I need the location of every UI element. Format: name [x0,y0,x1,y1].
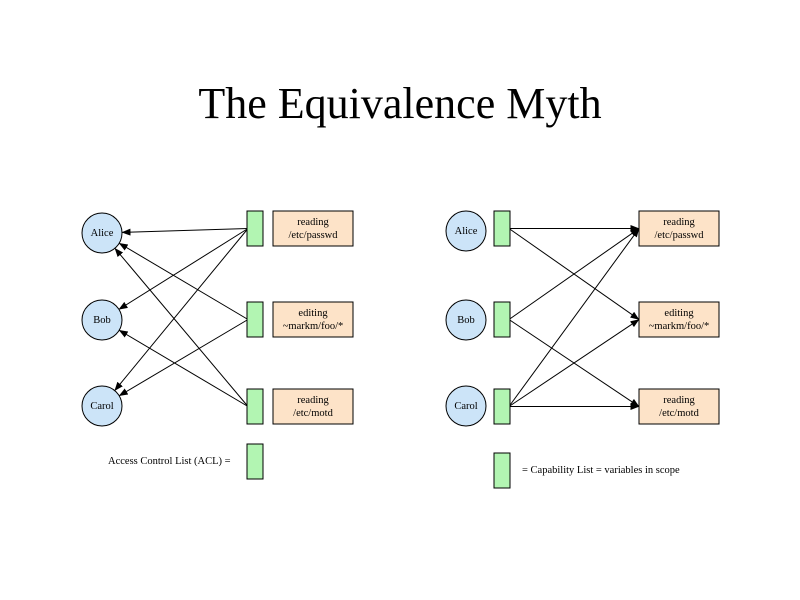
cap-list-bob-box [493,301,511,338]
cap-arrow-4 [508,228,640,407]
cap-arrow-5 [508,319,640,407]
acl-subject-alice-label: Alice [90,228,114,239]
cap-legend-box [493,452,511,489]
cap-resource-passwd-box [638,210,720,247]
acl-resource-passwd-box [272,210,354,247]
cap-subject-alice-circle [445,210,487,252]
acl-arrow-1 [118,228,249,310]
acl-subject-bob-label: Bob [93,315,111,326]
cap-resource-motd-box [638,388,720,425]
cap-arrow-2 [508,228,640,320]
acl-resource-foo-label: editing~markm/foo/* [282,308,344,332]
cap-subject-bob-label: Bob [457,315,475,326]
acl-subject-carol-label: Carol [90,401,114,412]
acl-legend-text: Access Control List (ACL) = [108,456,231,467]
acl-list-foo-box [246,301,264,338]
cap-list-alice-box [493,210,511,247]
cap-list-carol-box [493,388,511,425]
acl-subject-bob-circle [81,299,123,341]
cap-subject-carol-circle [445,385,487,427]
acl-list-motd-box [246,388,264,425]
acl-arrow-5 [114,247,249,407]
slide-title: The Equivalence Myth [198,79,602,128]
acl-arrow-2 [114,228,249,391]
cap-resource-passwd-label: reading/etc/passwd [654,217,704,241]
acl-subject-carol-circle [81,385,123,427]
acl-legend-box [246,443,264,480]
cap-subject-alice-label: Alice [454,226,478,237]
cap-legend-text: = Capability List = variables in scope [522,465,680,476]
cap-resource-motd-label: reading/etc/motd [659,395,699,419]
acl-arrow-0 [121,228,249,236]
acl-arrow-4 [118,319,249,397]
acl-arrow-6 [118,329,249,407]
cap-subject-bob-circle [445,299,487,341]
acl-arrow-3 [118,242,249,320]
acl-resource-motd-label: reading/etc/motd [293,395,333,419]
acl-resource-passwd-label: reading/etc/passwd [288,217,338,241]
cap-resource-foo-label: editing~markm/foo/* [648,308,710,332]
acl-resource-motd-box [272,388,354,425]
cap-subject-carol-label: Carol [454,401,478,412]
acl-subject-alice-circle [81,212,123,254]
acl-resource-foo-box [272,301,354,338]
cap-resource-foo-box [638,301,720,338]
acl-list-passwd-box [246,210,264,247]
